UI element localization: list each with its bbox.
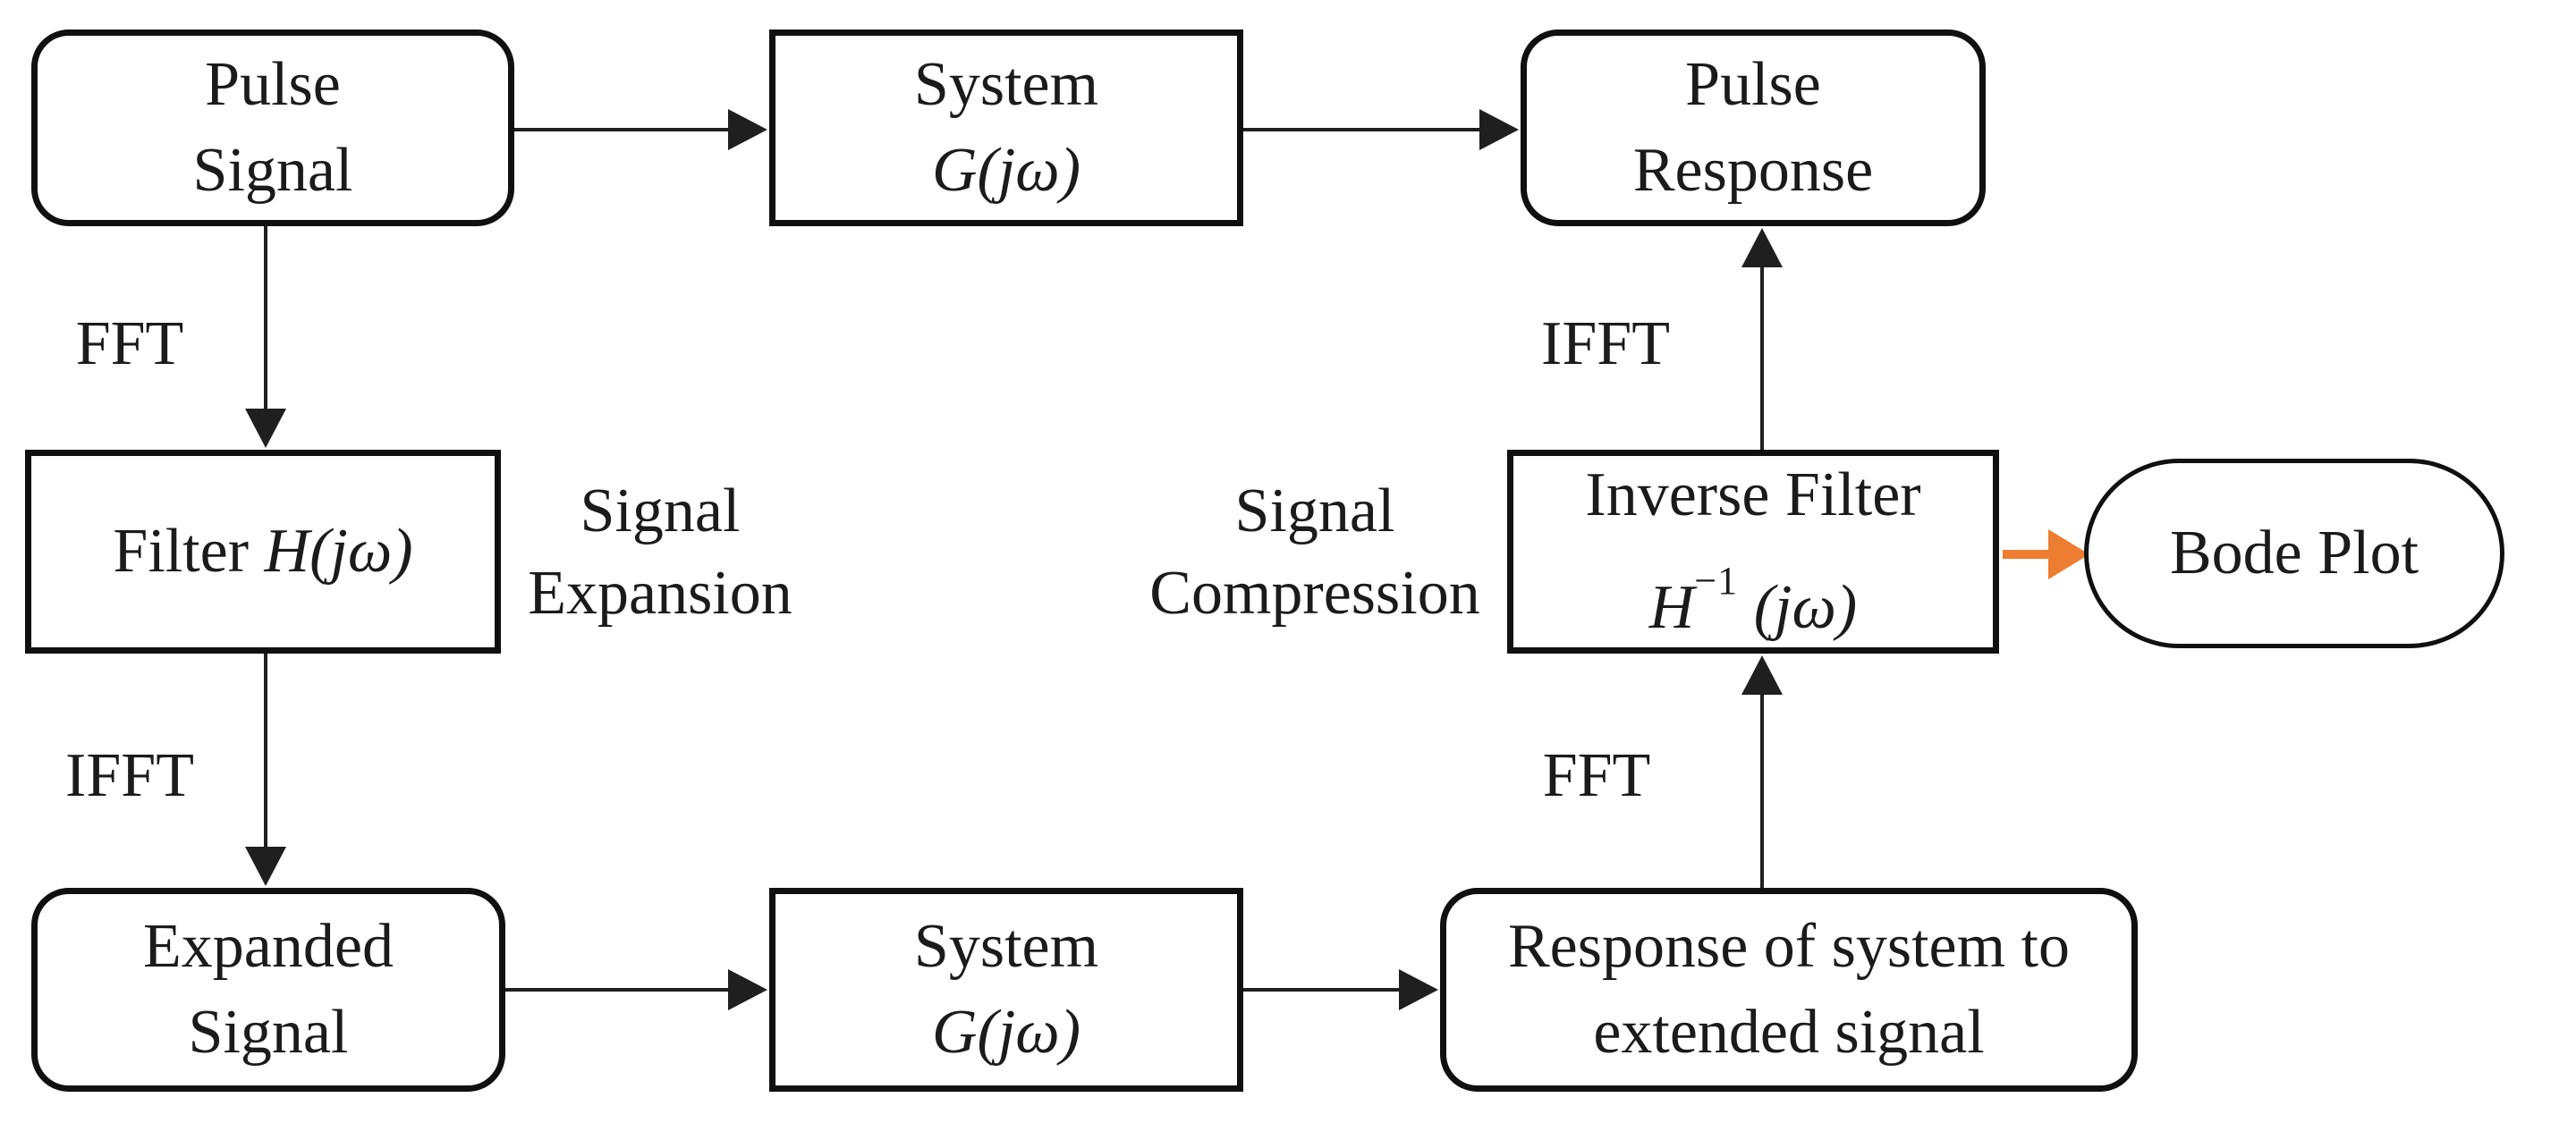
arrow-inverse-filter-to-bode-plot <box>2003 529 2089 579</box>
node-label: Bode Plot <box>2169 519 2419 587</box>
node-label: Pulse <box>1685 50 1821 119</box>
node-filter: Filter H(jω) <box>25 450 501 654</box>
node-label: extended signal <box>1593 998 1985 1067</box>
node-label: System <box>913 50 1099 119</box>
annotation-signal-expansion: Signal Expansion <box>528 477 792 628</box>
node-label: Response <box>1632 136 1874 205</box>
node-expanded-signal: Expanded Signal <box>31 888 505 1092</box>
arrow-pulse-signal-to-system-top <box>514 109 767 150</box>
node-response-extended: Response of system to extended signal <box>1440 888 2138 1092</box>
node-label: Response of system to <box>1507 912 2071 981</box>
node-bode-plot: Bode Plot <box>2084 459 2504 648</box>
edge-label-ifft-right: IFFT <box>1541 309 1670 378</box>
annotation-signal-compression: Signal Compression <box>1149 477 1480 628</box>
node-label: Signal <box>192 136 353 205</box>
node-formula: Filter H(jω) <box>113 517 413 586</box>
edge-label-fft-left: FFT <box>75 309 184 378</box>
node-label: Inverse Filter <box>1585 460 1921 529</box>
node-label: Expanded <box>143 912 394 981</box>
node-label: System <box>913 912 1099 981</box>
node-formula: H−1 (jω) <box>1648 559 1858 642</box>
arrow-system-bottom-to-response <box>1243 969 1438 1010</box>
node-pulse-response: Pulse Response <box>1521 30 1986 226</box>
arrow-ifft-up <box>1741 228 1783 450</box>
edge-label-ifft-left: IFFT <box>65 741 194 810</box>
arrow-system-top-to-pulse-response <box>1243 109 1519 150</box>
node-formula: G(jω) <box>931 136 1081 205</box>
node-pulse-signal: Pulse Signal <box>31 30 514 226</box>
arrow-ifft-down <box>245 654 286 886</box>
arrow-fft-up <box>1741 655 1783 888</box>
node-system-bottom: System G(jω) <box>769 888 1243 1092</box>
arrow-fft-down <box>245 226 286 448</box>
arrow-expanded-signal-to-system-bottom <box>505 969 767 1010</box>
node-formula: G(jω) <box>931 998 1081 1067</box>
node-inverse-filter: Inverse Filter H−1 (jω) <box>1507 450 1999 654</box>
node-system-top: System G(jω) <box>769 30 1243 226</box>
node-label: Signal <box>188 998 349 1067</box>
edge-label-fft-right: FFT <box>1542 741 1651 810</box>
node-label: Pulse <box>205 50 341 119</box>
